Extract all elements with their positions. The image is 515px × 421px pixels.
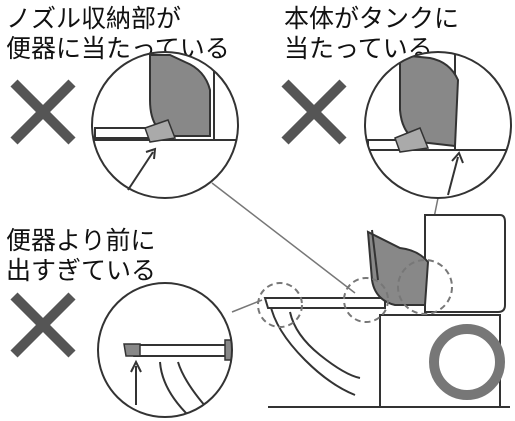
- toilet-overview: [257, 214, 510, 408]
- arrow-icon: [447, 151, 464, 196]
- arrow-icon: [130, 359, 142, 405]
- label-nozzle-storage-hits-bowl: ノズル収納部が 便器に当たっている: [6, 4, 230, 63]
- x-mark-icon: [10, 79, 76, 145]
- x-mark-icon: [281, 79, 347, 145]
- x-mark-icon: [10, 292, 76, 358]
- arrow-icon: [127, 147, 157, 191]
- zoom-circle-nozzle: [91, 51, 239, 199]
- label-too-far-forward: 便器より前に 出すぎている: [6, 226, 157, 285]
- zoom-circle-tank: [364, 51, 512, 199]
- zoom-circle-forward: [97, 282, 233, 418]
